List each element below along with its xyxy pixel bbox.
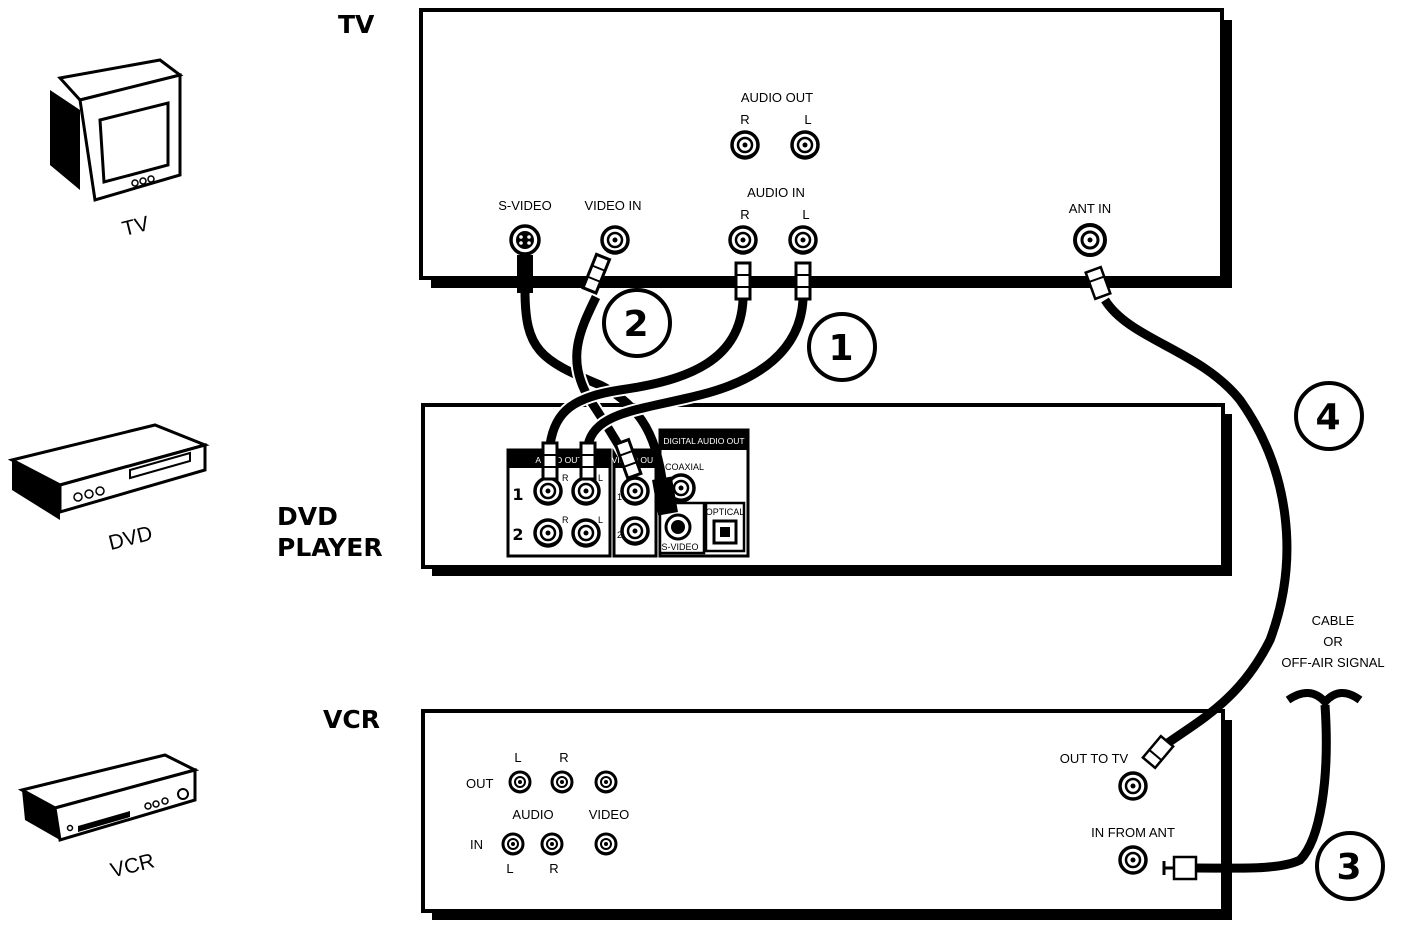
- vcr-audio-label: AUDIO: [512, 807, 553, 822]
- tv-s-video-label: S-VIDEO: [498, 198, 551, 213]
- vcr-in-l-jack[interactable]: [501, 832, 525, 856]
- dvd-audio-out-header: AUDIO OUT: [535, 455, 582, 465]
- step-4-number: 4: [1315, 397, 1340, 438]
- dvd-digital-audio-out-header: DIGITAL AUDIO OUT: [663, 436, 744, 446]
- tv-audio-in-l-label: L: [802, 207, 809, 222]
- vcr-in-video-jack[interactable]: [594, 832, 618, 856]
- tv-video-in-label: VIDEO IN: [584, 198, 641, 213]
- tv-s-video-jack[interactable]: [509, 224, 541, 256]
- dvd-l2-label: L: [598, 515, 603, 525]
- dvd-optical-label: OPTICAL: [706, 507, 745, 517]
- cable-audio-left: [579, 261, 812, 481]
- dvd-video-out-2-jack[interactable]: [620, 516, 650, 546]
- signal-line1: CABLE: [1312, 613, 1355, 628]
- vcr-in-label: IN: [470, 837, 483, 852]
- dvd-audio-out-1-r-jack[interactable]: [533, 476, 563, 506]
- tv-audio-in-r-label: R: [740, 207, 749, 222]
- vcr-icon-caption: VCR: [108, 849, 157, 882]
- vcr-in-r-jack[interactable]: [540, 832, 564, 856]
- dvd-optical-jack[interactable]: [712, 519, 738, 545]
- vcr-out-video-jack[interactable]: [594, 770, 618, 794]
- step-2-number: 2: [623, 304, 648, 345]
- dvd-audio-out-2-r-jack[interactable]: [533, 518, 563, 548]
- dvd-icon-caption: DVD: [106, 522, 155, 555]
- vcr-out-to-tv-label: OUT TO TV: [1060, 751, 1129, 766]
- dvd-row2-label: 2: [512, 525, 523, 544]
- dvd-coaxial-label: COAXIAL: [665, 462, 704, 472]
- vcr-in-l-label: L: [506, 861, 513, 876]
- dvd-s-video-label: S-VIDEO: [661, 542, 698, 552]
- vcr-panel: [421, 709, 1232, 920]
- tv-icon-caption: TV: [120, 212, 152, 241]
- cable-audio-right: [541, 261, 752, 481]
- tv-audio-out-l-jack[interactable]: [790, 130, 820, 160]
- vcr-in-from-ant-jack[interactable]: [1118, 845, 1148, 875]
- step-4-marker: 4: [1294, 381, 1364, 451]
- vcr-title: VCR: [323, 705, 380, 734]
- tv-audio-out-l-label: L: [804, 112, 811, 127]
- dvd-video-out-1-jack[interactable]: [620, 476, 650, 506]
- dvd-audio-out-1-l-jack[interactable]: [571, 476, 601, 506]
- cable-s-video: [517, 255, 678, 516]
- dvd-title-line2: PLAYER: [277, 533, 383, 562]
- cable-signal-in: [1162, 689, 1363, 881]
- dvd-r2-label: R: [562, 515, 569, 525]
- vcr-out-r-jack[interactable]: [550, 770, 574, 794]
- vcr-icon: [17, 753, 200, 842]
- dvd-r1-label: R: [562, 473, 569, 483]
- step-3-number: 3: [1336, 847, 1361, 888]
- vcr-out-label: OUT: [466, 776, 494, 791]
- step-1-number: 1: [828, 328, 853, 369]
- tv-audio-out-r-label: R: [740, 112, 749, 127]
- dvd-title-line1: DVD: [277, 502, 338, 531]
- tv-panel: [419, 8, 1232, 288]
- tv-audio-in-l-jack[interactable]: [788, 225, 818, 255]
- tv-audio-in-r-jack[interactable]: [728, 225, 758, 255]
- vcr-out-l-jack[interactable]: [508, 770, 532, 794]
- dvd-s-video-jack[interactable]: [664, 513, 692, 541]
- tv-audio-out-label: AUDIO OUT: [741, 90, 813, 105]
- tv-audio-out-r-jack[interactable]: [730, 130, 760, 160]
- dvd-row1-label: 1: [512, 485, 523, 504]
- tv-audio-in-label: AUDIO IN: [747, 185, 805, 200]
- step-3-marker: 3: [1315, 831, 1385, 901]
- dvd-icon: [7, 423, 210, 520]
- dvd-video-row2: 2: [617, 530, 622, 540]
- tv-icon: [50, 58, 184, 202]
- signal-line3: OFF-AIR SIGNAL: [1281, 655, 1384, 670]
- step-1-marker: 1: [807, 312, 877, 382]
- vcr-out-r-label: R: [559, 750, 568, 765]
- dvd-l1-label: L: [598, 473, 603, 483]
- vcr-in-from-ant-label: IN FROM ANT: [1091, 825, 1175, 840]
- signal-line2: OR: [1323, 634, 1343, 649]
- vcr-out-l-label: L: [514, 750, 521, 765]
- tv-ant-in-label: ANT IN: [1069, 201, 1111, 216]
- tv-video-in-jack[interactable]: [600, 225, 630, 255]
- dvd-video-row1: 1: [617, 492, 622, 502]
- vcr-in-r-label: R: [549, 861, 558, 876]
- tv-title: TV: [338, 10, 375, 39]
- cable-ant-to-vcr: [1084, 265, 1292, 770]
- vcr-video-label: VIDEO: [589, 807, 629, 822]
- tv-ant-in-jack[interactable]: [1073, 223, 1107, 257]
- vcr-out-to-tv-jack[interactable]: [1118, 771, 1148, 801]
- step-2-marker: 2: [602, 288, 672, 358]
- dvd-audio-out-2-l-jack[interactable]: [571, 518, 601, 548]
